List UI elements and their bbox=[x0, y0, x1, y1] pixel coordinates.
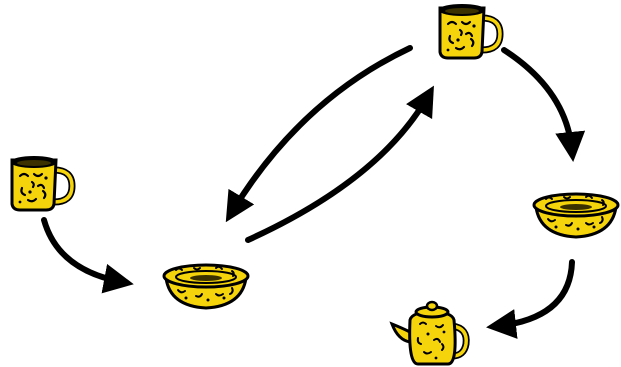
arrow-mug-left-to-bowl-center bbox=[44, 220, 122, 282]
node-teapot bbox=[392, 302, 466, 364]
teapot-icon bbox=[392, 302, 466, 364]
arrow-bowl-right-to-teapot bbox=[498, 262, 572, 326]
node-bowl-center bbox=[164, 265, 248, 308]
node-mug-left bbox=[12, 157, 72, 210]
mug-icon bbox=[12, 157, 72, 210]
arrow-bowl-center-to-mug-top bbox=[248, 96, 428, 240]
edges bbox=[44, 48, 572, 326]
bowl-icon bbox=[164, 265, 248, 308]
node-mug-top bbox=[440, 5, 500, 58]
arrow-mug-top-to-bowl-right bbox=[504, 50, 572, 150]
mug-icon bbox=[440, 5, 500, 58]
arrow-mug-top-to-bowl-center bbox=[232, 48, 410, 212]
node-bowl-right bbox=[534, 194, 618, 237]
bowl-icon bbox=[534, 194, 618, 237]
